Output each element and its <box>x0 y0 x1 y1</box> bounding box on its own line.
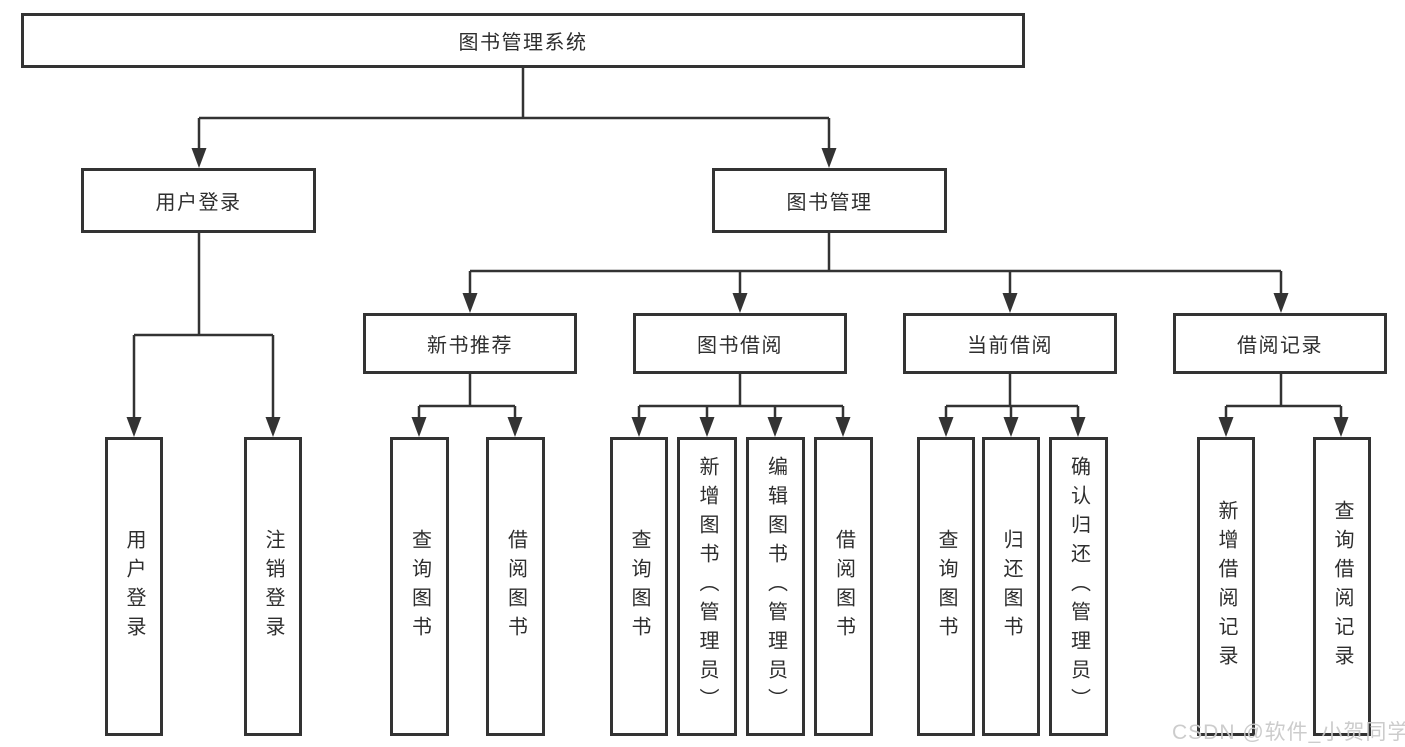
leaf-cb-confirm-return-admin: 确认归还（管理员） <box>1049 437 1108 736</box>
node-book-management: 图书管理 <box>712 168 947 233</box>
leaf-bb-add-books-admin: 新增图书（管理员） <box>677 437 737 736</box>
leaf-nbr-query-books: 查询图书 <box>390 437 449 736</box>
node-current-borrowing: 当前借阅 <box>903 313 1117 374</box>
leaf-cb-return-books: 归还图书 <box>982 437 1040 736</box>
leaf-br-add-record: 新增借阅记录 <box>1197 437 1255 736</box>
node-user-login: 用户登录 <box>81 168 316 233</box>
leaf-bb-borrow-books: 借阅图书 <box>814 437 873 736</box>
leaf-user-login: 用户登录 <box>105 437 163 736</box>
node-new-book-recommend: 新书推荐 <box>363 313 577 374</box>
node-library-management-system: 图书管理系统 <box>21 13 1025 68</box>
leaf-bb-edit-books-admin: 编辑图书（管理员） <box>746 437 805 736</box>
node-book-borrowing: 图书借阅 <box>633 313 847 374</box>
leaf-br-query-record: 查询借阅记录 <box>1313 437 1371 736</box>
csdn-watermark: CSDN @软件_小贺同学 <box>1172 721 1405 744</box>
leaf-nbr-borrow-books: 借阅图书 <box>486 437 545 736</box>
leaf-bb-query-books: 查询图书 <box>610 437 668 736</box>
node-borrowing-records: 借阅记录 <box>1173 313 1387 374</box>
leaf-logout: 注销登录 <box>244 437 302 736</box>
leaf-cb-query-books: 查询图书 <box>917 437 975 736</box>
